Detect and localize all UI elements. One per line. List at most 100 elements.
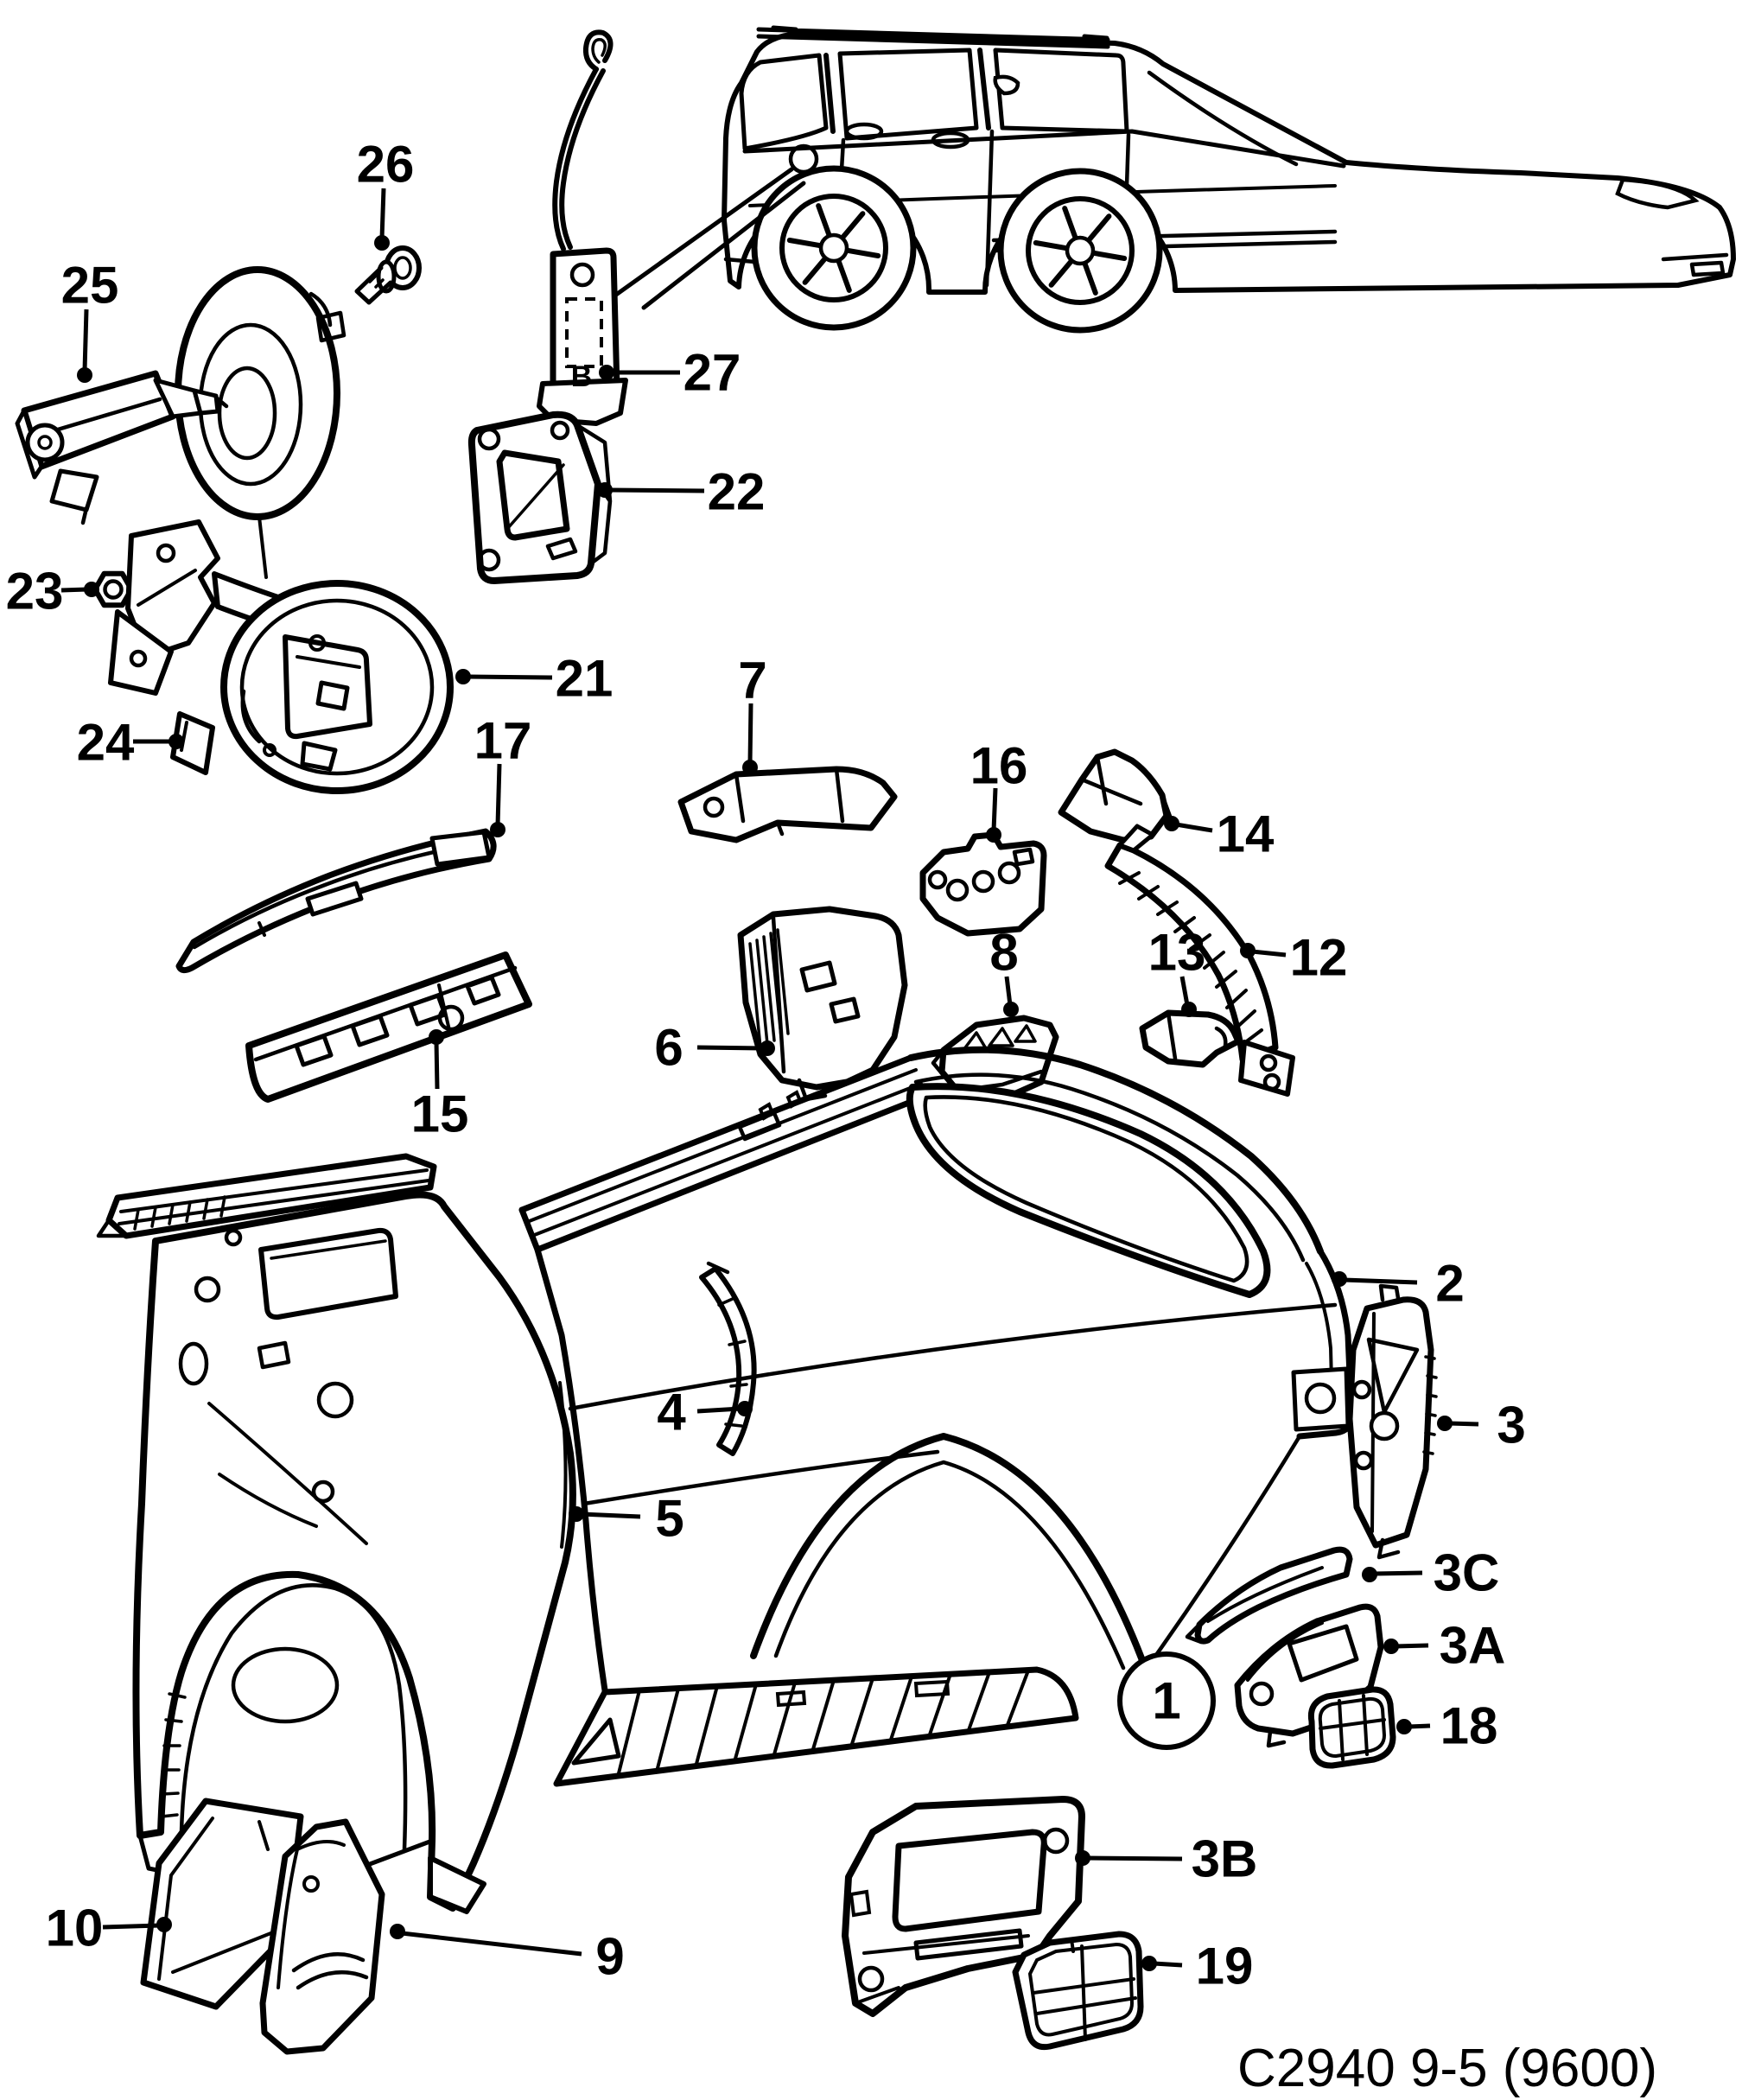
callout-label-21: 21	[556, 650, 614, 708]
part-5-inner-wheelhouse	[96, 1153, 576, 1914]
callout-14: 14	[1164, 805, 1275, 863]
callout-label-2: 2	[1435, 1255, 1464, 1313]
balloon-label: 1	[1152, 1672, 1180, 1730]
line-art	[194, 1276, 221, 1303]
line-art	[591, 37, 607, 64]
line-art	[156, 543, 176, 563]
line-art	[1143, 1434, 1302, 1672]
line-art	[1366, 1337, 1420, 1415]
leader-line	[1251, 949, 1287, 958]
callout-label-14: 14	[1217, 805, 1275, 863]
callout-17: 17	[474, 712, 531, 837]
line-art	[1376, 1537, 1401, 1560]
headlight	[1615, 177, 1700, 210]
callout-label-7: 7	[738, 652, 766, 710]
leader-dot	[737, 1401, 753, 1416]
leader-dot	[1141, 1956, 1157, 1971]
line-art	[175, 828, 497, 974]
line-art	[545, 537, 578, 561]
callout-22: 22	[597, 463, 765, 521]
line-art	[550, 420, 570, 441]
part-21-fuel-door	[220, 580, 454, 794]
pointer-line-2	[641, 181, 806, 310]
line-art	[258, 1227, 398, 1320]
balloon-circle	[1117, 1651, 1216, 1750]
b-pillar	[977, 48, 991, 130]
callout-26: 26	[357, 136, 414, 251]
part-25-lock-actuator	[15, 370, 229, 525]
line-art	[1065, 235, 1096, 266]
line-art	[1287, 1624, 1359, 1683]
line-art	[706, 1261, 730, 1275]
part-9-gusset-panel	[259, 1818, 385, 2055]
line-art	[1378, 1283, 1401, 1302]
line-art	[913, 1928, 1024, 1961]
leader-dot	[742, 760, 758, 775]
line-art	[291, 1952, 369, 1990]
line-art	[1259, 1053, 1278, 1072]
line-art	[393, 256, 412, 280]
callout-6: 6	[654, 1019, 775, 1077]
part-4-arch-reinforcement	[699, 1261, 757, 1456]
leader-line	[1153, 1961, 1183, 1968]
line-art	[477, 427, 501, 451]
line-art	[80, 506, 89, 525]
callout-25: 25	[61, 257, 118, 383]
line-art	[1032, 1938, 1137, 2041]
part-10-gusset-panel	[140, 1798, 304, 2010]
line-art	[773, 1460, 1126, 1670]
callout-label-18: 18	[1440, 1697, 1498, 1755]
callout-5: 5	[569, 1490, 684, 1548]
leader-dot	[168, 734, 184, 749]
rear-door-window	[837, 48, 979, 141]
leader-dot	[1396, 1719, 1412, 1734]
leader-line	[991, 787, 998, 831]
line-art	[734, 767, 845, 837]
leader-dot	[1003, 1002, 1019, 1017]
line-art	[1139, 1009, 1242, 1068]
part-22-gasket	[467, 410, 613, 584]
callout-label-13: 13	[1148, 924, 1206, 982]
leader-dot	[599, 365, 614, 380]
callout-label-3: 3	[1497, 1397, 1525, 1454]
line-art	[231, 1646, 340, 1724]
line-art	[429, 830, 492, 867]
line-art	[518, 1092, 930, 1253]
callout-label-12: 12	[1290, 929, 1348, 987]
line-art	[315, 680, 350, 711]
line-art	[750, 1433, 1149, 1673]
callout-27: 27	[599, 344, 741, 402]
line-art	[428, 1855, 486, 1914]
line-art	[257, 515, 268, 579]
c-pillar	[823, 53, 836, 134]
line-art	[305, 881, 364, 917]
line-art	[927, 869, 948, 890]
leader-dot	[986, 827, 1001, 843]
callout-15: 15	[411, 1029, 468, 1143]
line-art	[1304, 1382, 1337, 1415]
line-art	[207, 1381, 568, 1549]
leader-line	[379, 188, 386, 239]
line-art	[1027, 1942, 1135, 2037]
line-art	[1353, 1450, 1374, 1471]
part-14-rail-corner	[1058, 748, 1174, 843]
leader-line	[608, 487, 705, 493]
line-art	[316, 1381, 354, 1419]
callout-label-8: 8	[989, 924, 1018, 982]
leader-dot	[77, 367, 92, 383]
callout-3C: 3C	[1362, 1544, 1499, 1602]
callout-3: 3	[1437, 1397, 1526, 1454]
leader-line	[1086, 1855, 1183, 1861]
line-art	[1296, 1248, 1355, 1440]
line-art	[1033, 206, 1128, 296]
callout-13: 13	[1148, 924, 1206, 1017]
line-art	[1291, 1366, 1351, 1432]
line-art	[571, 1717, 621, 1766]
line-art	[213, 395, 229, 409]
line-art	[129, 649, 148, 668]
line-art	[997, 861, 1021, 885]
line-art	[1104, 842, 1279, 1063]
line-art	[157, 1817, 283, 1981]
line-art	[270, 1239, 387, 1260]
line-art	[296, 655, 361, 669]
